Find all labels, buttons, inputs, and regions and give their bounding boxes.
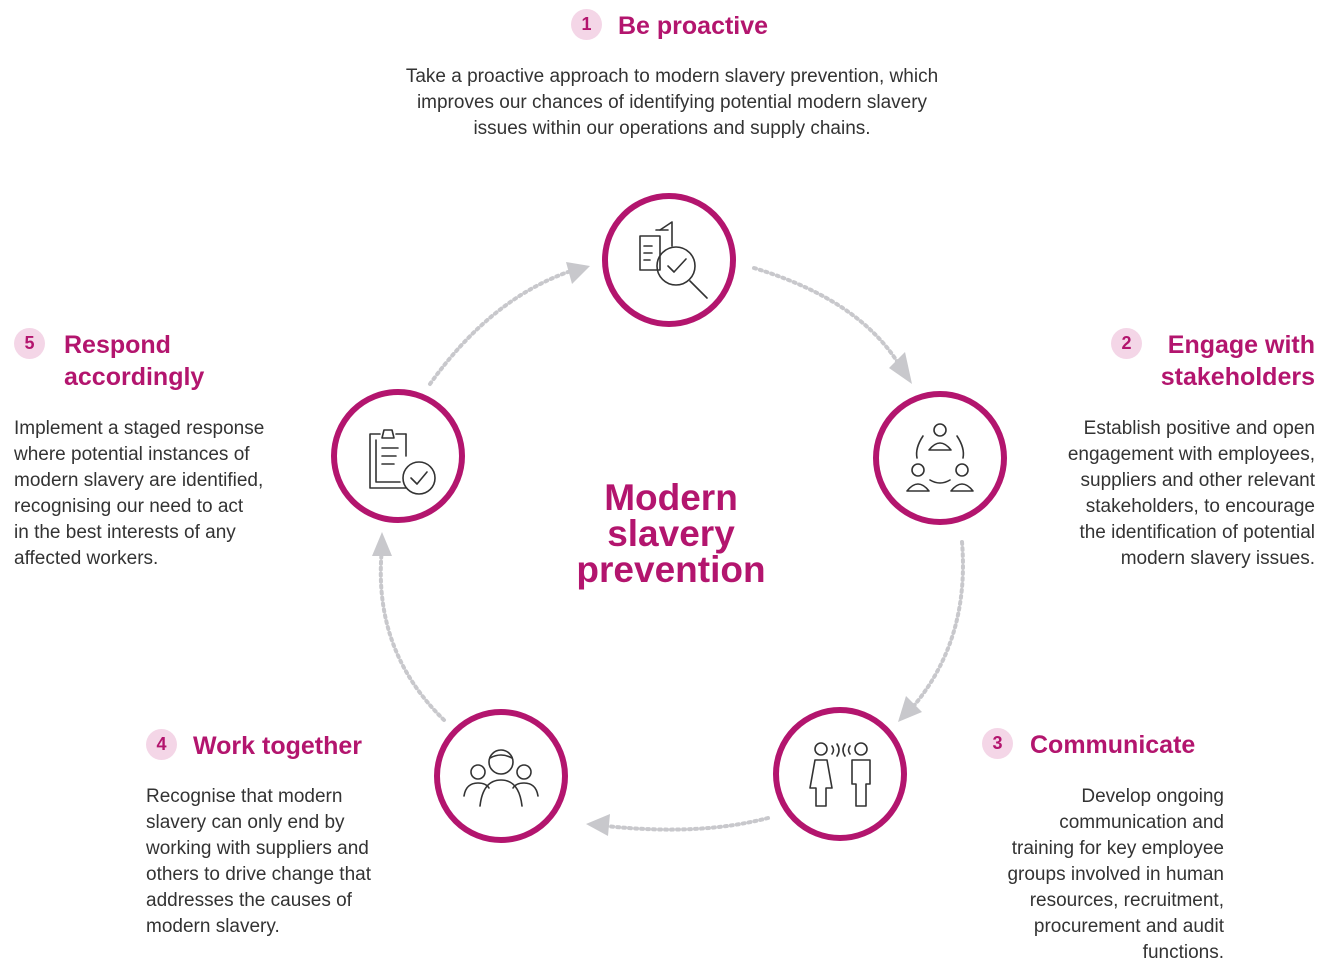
arrowhead-5-to-1	[566, 262, 590, 284]
center-title-line-2: slavery	[607, 513, 735, 554]
center-title-line-1: Modern	[604, 477, 738, 518]
two-people-talking-icon	[809, 742, 871, 807]
step-2-badge: 2	[1111, 328, 1142, 359]
arrowhead-4-to-5	[372, 532, 392, 556]
step-4-badge: 4	[146, 729, 177, 760]
step-2-description: Establish positive and open engagement w…	[1067, 418, 1315, 569]
arrow-4-to-5	[378, 546, 446, 722]
step-1-badge: 1	[571, 9, 602, 40]
node-circle-3	[773, 707, 907, 841]
step-3-description: Develop ongoing communication and traini…	[1007, 786, 1224, 963]
arrow-1-to-2	[752, 266, 902, 368]
step-3-title: Communicate	[1030, 731, 1196, 759]
arrow-3-to-4	[604, 816, 770, 832]
step-3-badge: 3	[982, 728, 1013, 759]
step-5-description: Implement a staged response where potent…	[14, 418, 265, 569]
arrowhead-1-to-2	[889, 352, 912, 384]
group-of-people-icon	[463, 749, 539, 807]
arrow-5-to-1	[428, 270, 570, 386]
step-4-title: Work together	[193, 732, 362, 760]
center-title-line-3: prevention	[576, 549, 766, 590]
step-5-badge: 5	[14, 328, 45, 359]
arrow-2-to-3	[910, 540, 965, 710]
document-magnifier-check-icon	[639, 221, 708, 299]
arrowhead-2-to-3	[898, 696, 922, 722]
step-2-title: Engage with stakeholders	[1160, 331, 1315, 391]
node-circle-5	[331, 389, 465, 523]
node-circle-4	[434, 709, 568, 843]
stakeholder-network-icon	[906, 423, 974, 492]
step-1-title: Be proactive	[618, 12, 769, 40]
step-1-description: Take a proactive approach to modern slav…	[405, 66, 939, 139]
arrowhead-3-to-4	[586, 814, 610, 836]
center-title: Modern slavery prevention	[543, 477, 799, 590]
step-5-title: Respond accordingly	[64, 331, 205, 391]
node-circle-1	[602, 193, 736, 327]
clipboard-check-icon	[369, 429, 436, 495]
node-circle-2	[873, 391, 1007, 525]
step-4-description: Recognise that modern slavery can only e…	[146, 786, 371, 937]
